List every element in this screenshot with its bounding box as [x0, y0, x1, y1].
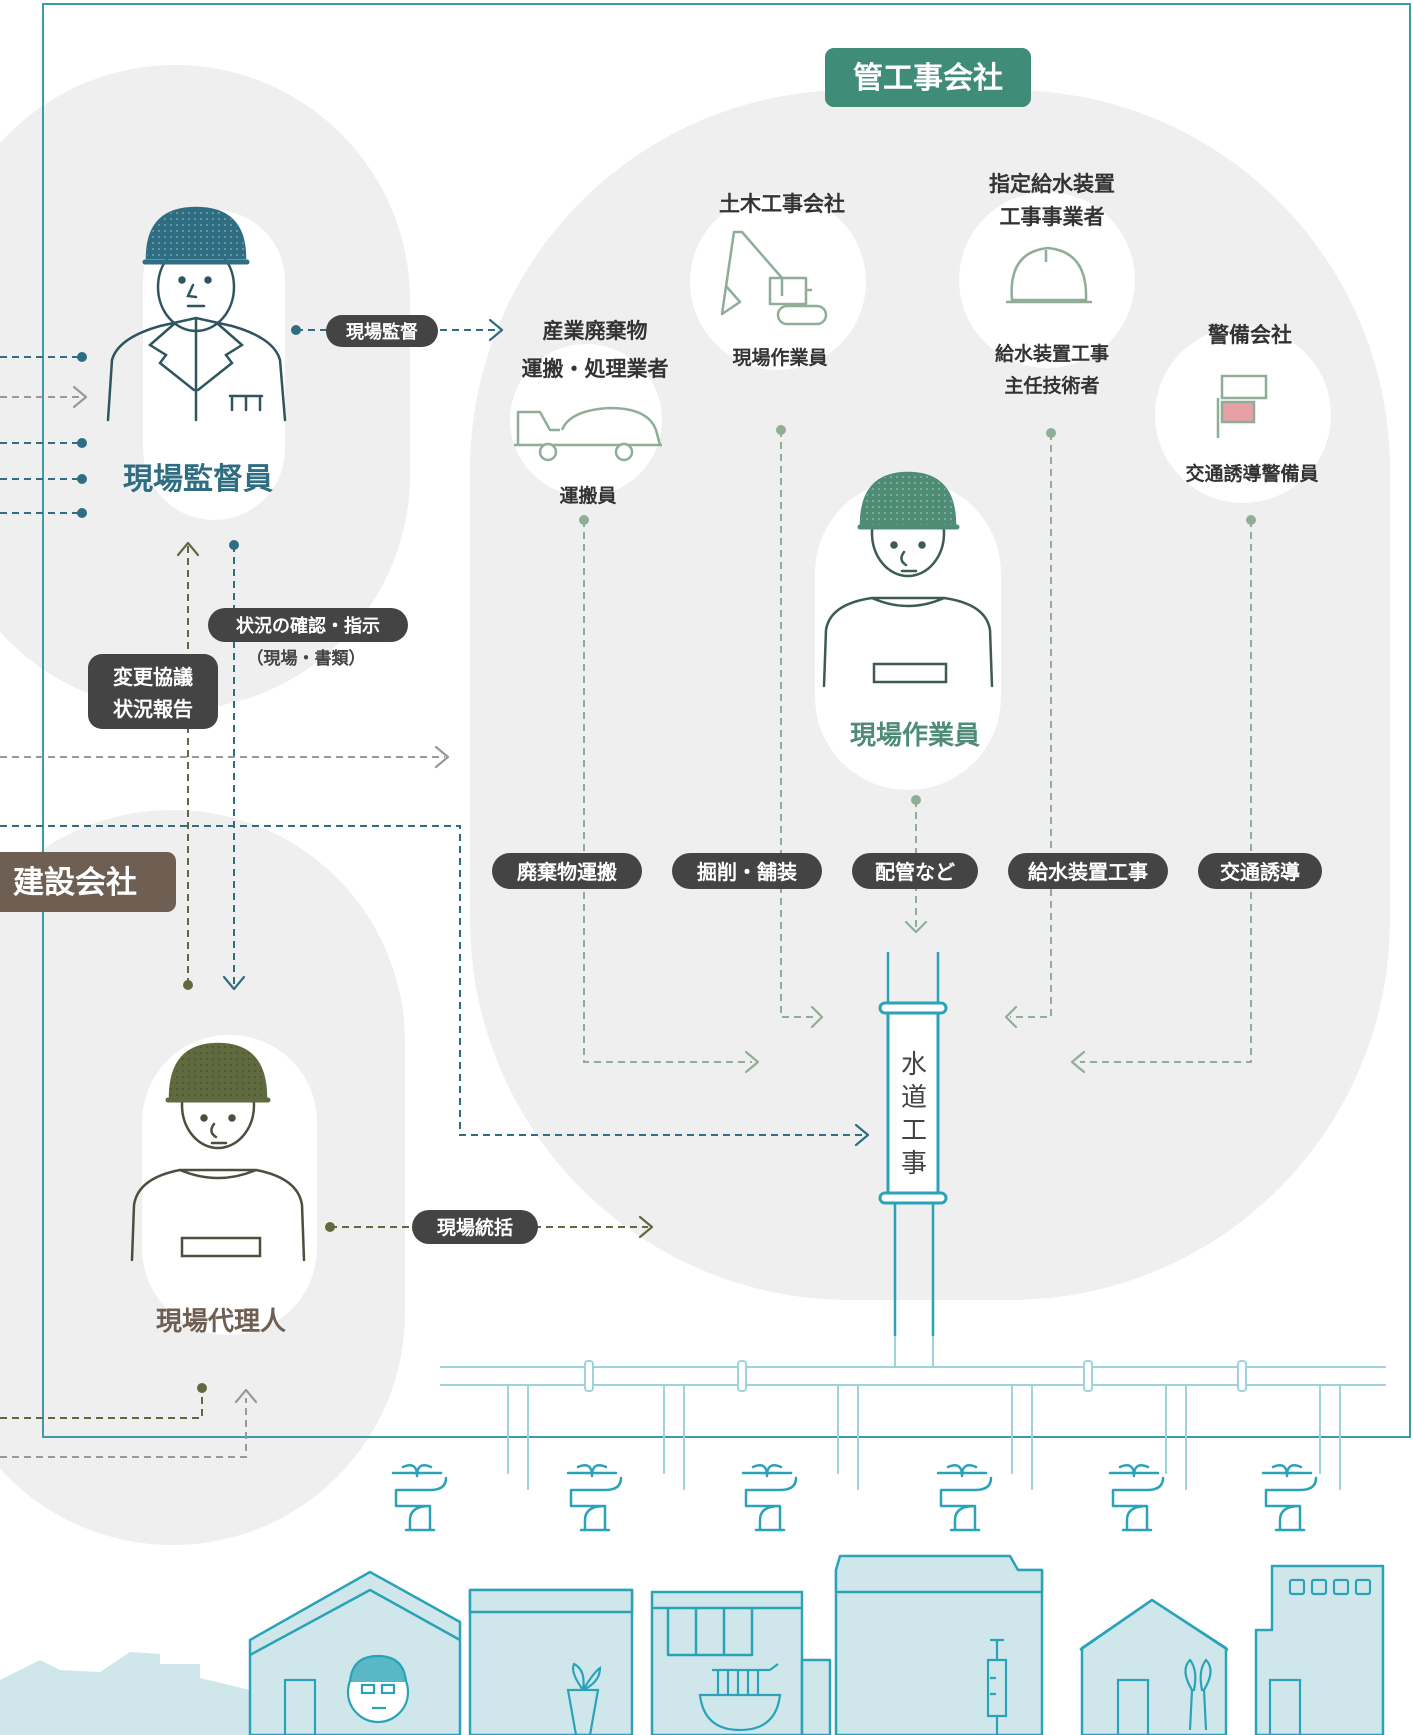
civil-role-label: 現場作業員	[732, 346, 827, 369]
task-pills: 廃棄物運搬 掘削・舗装 配管など 給水装置工事 交通誘導	[492, 853, 1322, 889]
task-pill	[1198, 853, 1322, 889]
security-company-title: 警備会社	[1207, 323, 1292, 347]
faucet-icons	[391, 1464, 1318, 1532]
waste-role-label: 運搬員	[559, 484, 616, 507]
noodle-bowl-icon	[698, 1663, 782, 1732]
change-discussion-label: 変更協議	[113, 665, 193, 689]
check-instruct-pill: 状況の確認・指示 （現場・書類）	[208, 608, 408, 669]
site-worker-figure-icon	[822, 471, 994, 688]
worker-card	[815, 480, 1001, 790]
faucet-icon	[1261, 1464, 1318, 1532]
faucet-icon	[566, 1464, 623, 1532]
flow-connectors	[0, 329, 1252, 1458]
water-main-pipe	[878, 952, 948, 1336]
site-supervisor-title: 現場監督員	[123, 462, 273, 497]
task-piping: 配管など	[875, 860, 955, 884]
water-works-label: 水道工事	[901, 1050, 927, 1179]
pipe-company-badge: 管工事会社	[825, 48, 1031, 107]
waste-company-title-line1: 産業廃棄物	[543, 319, 648, 343]
water-supply-card	[959, 192, 1135, 368]
water-supply-role-line2: 主任技術者	[1004, 374, 1099, 397]
construction-company-badge: 建設会社	[0, 852, 176, 912]
flow-endpoints	[77, 325, 1256, 1393]
task-pill	[672, 853, 822, 889]
construction-company-label: 建設会社	[13, 865, 137, 901]
town-skyline	[0, 1554, 1385, 1735]
noodle-shop-icon	[650, 1590, 804, 1735]
distribution-pipes	[440, 1336, 1386, 1490]
waste-company-title-line2: 運搬・処理業者	[522, 357, 669, 381]
water-supply-company-title-line1: 指定給水装置	[989, 172, 1115, 196]
water-supply-company-title-line2: 工事事業者	[1000, 205, 1105, 229]
site-management-label: 現場統括	[437, 1216, 513, 1239]
excavator-icon	[720, 230, 828, 326]
pipe-company-label: 管工事会社	[853, 61, 1003, 96]
supervisor-figure-icon	[106, 206, 287, 422]
task-water-supply-work: 給水装置工事	[1028, 860, 1148, 884]
task-waste-transport: 廃棄物運搬	[517, 860, 617, 884]
syringe-icon	[986, 1638, 1008, 1735]
dump-truck-icon	[514, 406, 662, 462]
scissors-icon	[1184, 1658, 1212, 1731]
site-agent-title: 現場代理人	[156, 1307, 286, 1337]
task-excavation-paving: 掘削・舗装	[697, 860, 797, 884]
security-role-label: 交通誘導警備員	[1185, 462, 1318, 485]
faucet-icon	[1108, 1464, 1165, 1532]
traffic-flag-icon	[1216, 374, 1268, 438]
civil-card	[690, 194, 866, 370]
task-pill	[1008, 853, 1168, 889]
faucet-icon	[391, 1464, 448, 1532]
check-instruct-label: 状況の確認・指示	[236, 615, 380, 637]
status-report-label: 状況報告	[113, 697, 193, 721]
site-worker-title: 現場作業員	[850, 721, 980, 751]
site-agent-figure-icon	[130, 1042, 306, 1262]
task-traffic-guidance: 交通誘導	[1220, 860, 1300, 884]
apartment-icon	[1254, 1564, 1385, 1735]
supervision-label: 現場監督	[346, 321, 418, 343]
check-instruct-sub-label: （現場・書類）	[247, 648, 366, 669]
change-report-pill: 変更協議 状況報告	[88, 654, 218, 729]
faucet-icon	[741, 1464, 798, 1532]
clinic-icon	[834, 1568, 1044, 1735]
task-pill	[492, 853, 642, 889]
faucet-icon	[936, 1464, 993, 1532]
hard-hat-icon	[1006, 246, 1092, 304]
flow-arrowheads	[72, 318, 1086, 1404]
task-pill	[852, 853, 978, 889]
pipe-company-frame	[42, 3, 1411, 1438]
civil-company-title: 土木工事会社	[719, 192, 845, 216]
site-management-pill: 現場統括	[412, 1210, 538, 1244]
water-supply-role-line1: 給水装置工事	[995, 342, 1109, 365]
supervision-pill: 現場監督	[326, 315, 438, 347]
vegetable-icon	[566, 1662, 602, 1735]
